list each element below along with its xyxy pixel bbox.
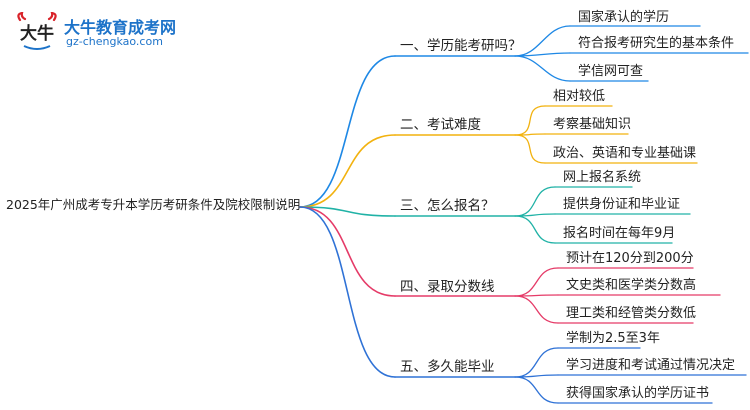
leaf-connector <box>514 376 559 404</box>
leaf-item: 考察基础知识 <box>553 117 632 132</box>
svg-text:大牛: 大牛 <box>20 23 54 44</box>
leaf-item: 提供身份证和毕业证 <box>563 197 681 212</box>
leaf-connector <box>514 105 546 136</box>
leaf-item: 获得国家承认的学历证书 <box>566 386 710 401</box>
leaf-item: 网上报名系统 <box>563 170 642 185</box>
leaf-item: 学习进度和考试通过情况决定 <box>566 358 736 373</box>
leaf-connector <box>514 134 546 164</box>
branch-connector <box>299 55 396 208</box>
leaf-item: 报名时间在每年9月 <box>563 226 676 241</box>
branch-connector <box>299 206 396 378</box>
leaf-connector <box>514 347 559 378</box>
branch-exam-difficulty: 二、考试难度 <box>400 117 481 133</box>
branch-can-apply-grad: 一、学历能考研吗？ <box>400 38 522 54</box>
branch-connector <box>299 134 396 208</box>
logo-title: 大牛教育成考网 <box>64 18 177 37</box>
leaf-connector <box>514 215 556 244</box>
leaf-item: 政治、英语和专业基础课 <box>553 146 697 161</box>
leaf-item: 预计在120分到200分 <box>566 251 694 266</box>
branch-admission-score: 四、录取分数线 <box>400 279 495 295</box>
root-topic: 2025年广州成考专升本学历考研条件及院校限制说明 <box>6 197 301 212</box>
leaf-item: 学制为2.5至3年 <box>566 331 660 346</box>
leaf-item: 文史类和医学类分数高 <box>566 278 697 293</box>
leaf-connector <box>514 25 571 57</box>
branch-how-to-register: 三、怎么报名？ <box>400 198 495 214</box>
branch-graduation-time: 五、多久能毕业 <box>400 359 495 375</box>
logo-url: gz-chengkao.com <box>66 35 163 48</box>
ox-logo-icon: 大牛 <box>17 12 57 50</box>
leaf-item: 相对较低 <box>553 89 606 104</box>
leaf-item: 理工类和经管类分数低 <box>566 306 697 321</box>
leaf-connector <box>514 55 571 82</box>
leaf-connector <box>514 186 556 217</box>
leaf-item: 国家承认的学历 <box>578 10 670 25</box>
branch-connector <box>299 206 396 297</box>
leaf-connector <box>514 133 546 136</box>
site-logo: 大牛 大牛教育成考网 gz-chengkao.com <box>14 12 204 52</box>
leaf-connector <box>514 295 559 324</box>
leaf-connector <box>514 267 559 297</box>
leaf-item: 学信网可查 <box>578 64 644 79</box>
leaf-item: 符合报考研究生的基本条件 <box>578 36 735 51</box>
branch-connector <box>299 206 396 217</box>
